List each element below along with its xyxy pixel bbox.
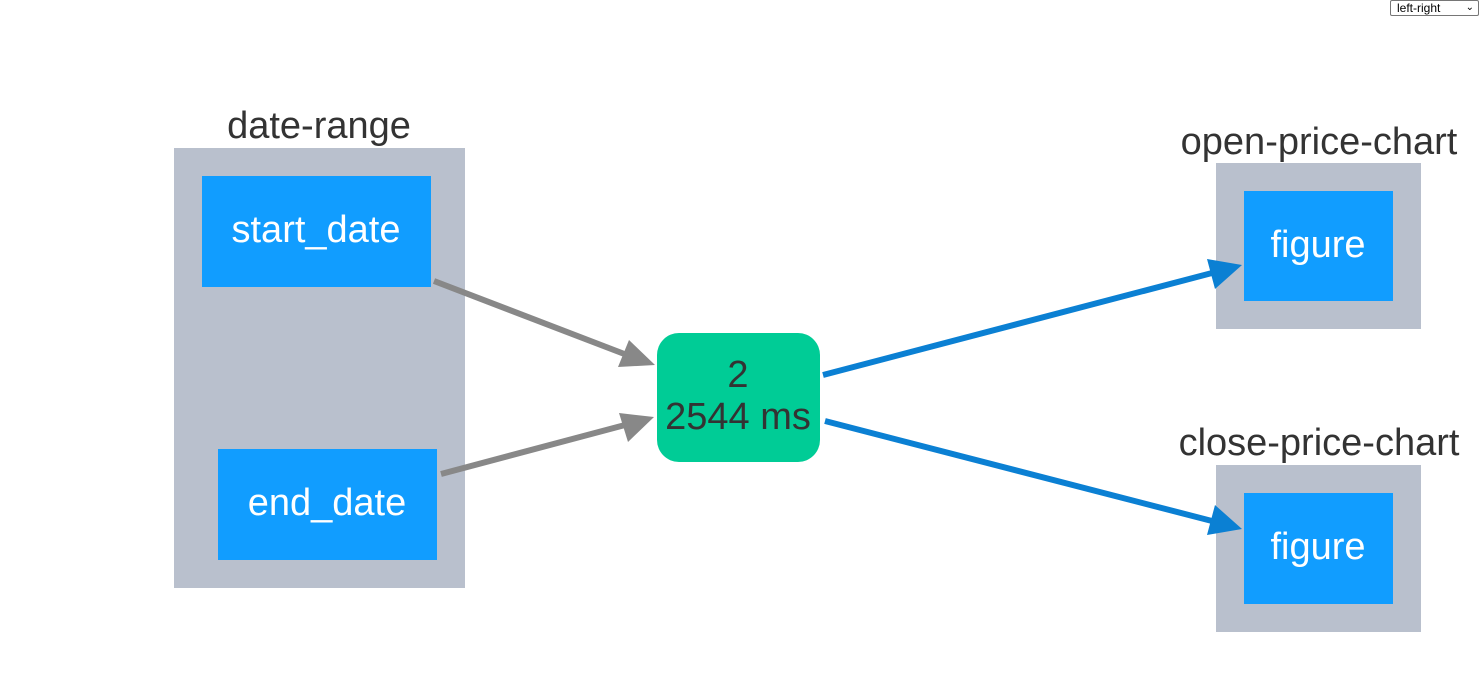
edge-end-date-to-callback (440, 422, 626, 477)
node-start-date-label: start_date (232, 209, 401, 251)
callback-duration: 2544 ms (665, 396, 811, 438)
group-label-close-price-chart: close-price-chart (1179, 422, 1460, 464)
node-end-date[interactable] (218, 449, 437, 560)
node-close-figure[interactable] (1244, 493, 1393, 604)
node-end-date-label: end_date (248, 482, 407, 524)
arrowhead-close-figure (1207, 505, 1242, 535)
node-open-figure[interactable] (1244, 191, 1393, 301)
callback-count: 2 (727, 354, 748, 396)
group-label-open-price-chart: open-price-chart (1181, 121, 1458, 163)
arrowhead-open-figure (1207, 259, 1242, 289)
node-start-date[interactable] (202, 176, 431, 287)
chevron-down-icon: ⌄ (1465, 2, 1474, 13)
layout-select[interactable]: left-right ⌄ (1390, 0, 1479, 16)
node-close-figure-label: figure (1270, 526, 1365, 568)
edge-start-date-to-callback (432, 278, 629, 358)
callback-node[interactable] (657, 333, 820, 462)
edge-callback-to-open-figure (822, 270, 1213, 378)
layout-select-value: left-right (1397, 1, 1441, 15)
arrowhead-end-date (619, 413, 654, 442)
group-label-date-range: date-range (227, 105, 411, 147)
edge-callback-to-close-figure (824, 418, 1213, 524)
arrowhead-start-date (618, 340, 655, 367)
node-open-figure-label: figure (1270, 224, 1365, 266)
